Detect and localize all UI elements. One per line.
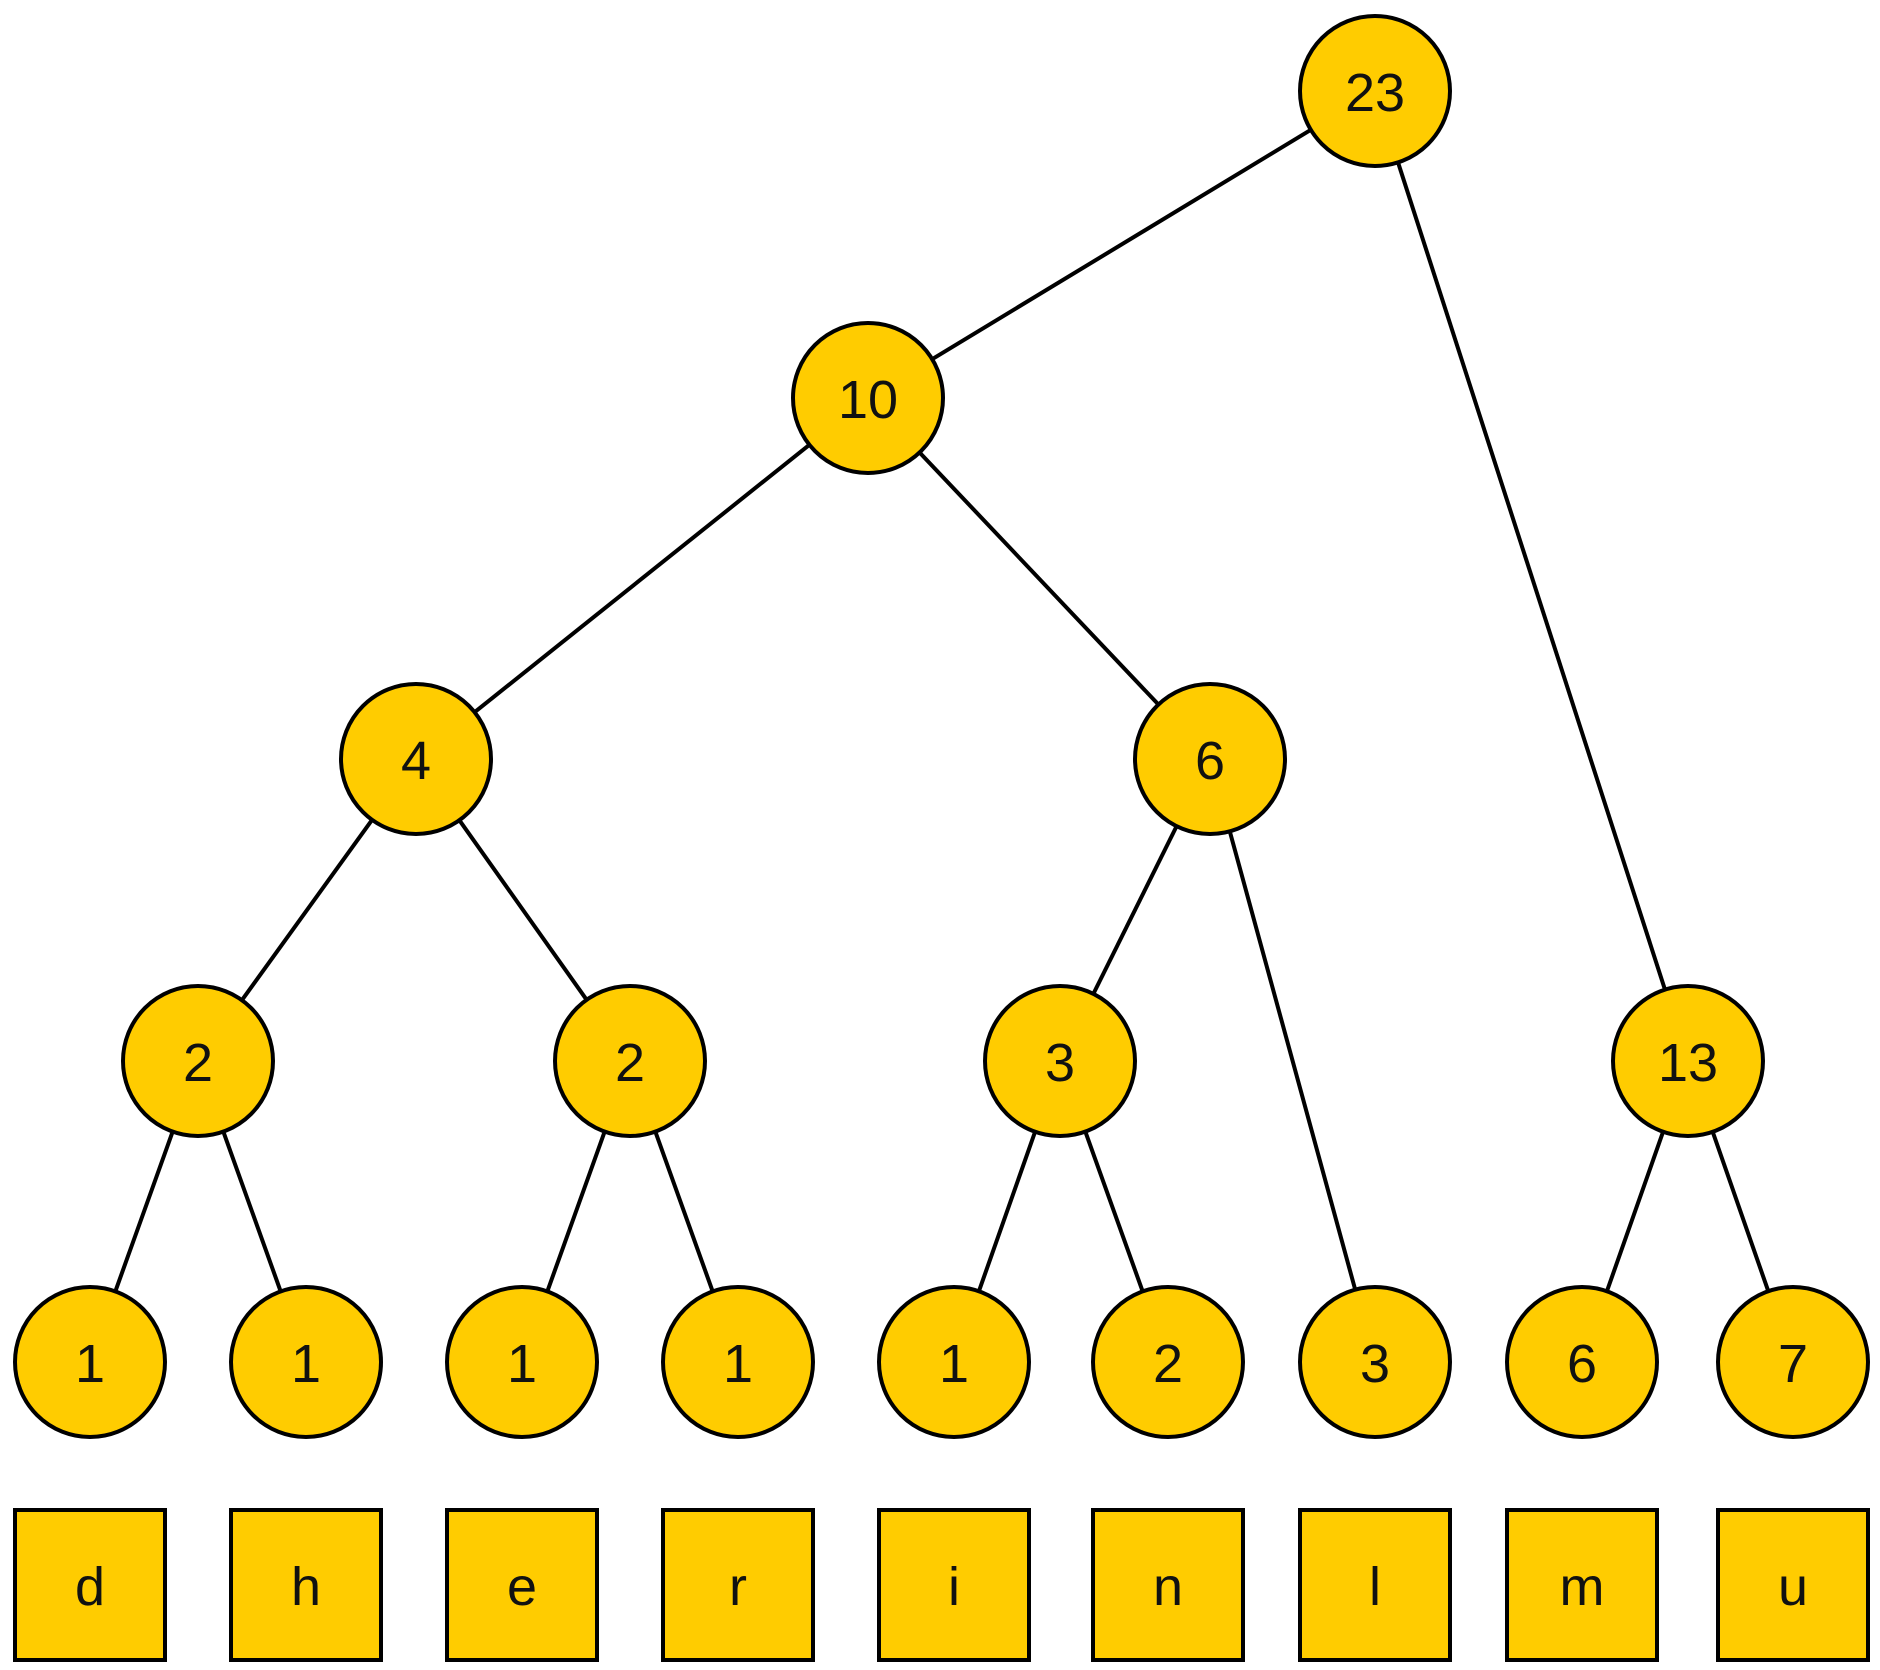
symbol-label: l <box>1369 1557 1381 1617</box>
node-weight-label: 10 <box>838 370 898 430</box>
node-circle <box>445 1285 599 1439</box>
leaf-node-n13: 2 <box>1091 1285 1245 1439</box>
symbol-box <box>1716 1508 1870 1662</box>
tree-node-n5: 2 <box>121 984 275 1138</box>
node-weight-label: 3 <box>1360 1334 1390 1394</box>
symbol-box <box>1298 1508 1452 1662</box>
edge-n2-n16 <box>1710 1131 1771 1292</box>
node-circle <box>1133 682 1287 836</box>
symbol-box <box>661 1508 815 1662</box>
leaf-node-n11: 1 <box>661 1285 815 1439</box>
tree-node-n3: 4 <box>339 682 493 836</box>
node-circle <box>553 984 707 1138</box>
node-weight-label: 2 <box>1153 1334 1183 1394</box>
node-weight-label: 1 <box>723 1334 753 1394</box>
symbol-box <box>445 1508 599 1662</box>
tree-edges <box>113 128 1771 1293</box>
node-weight-label: 2 <box>183 1033 213 1093</box>
symbol-box <box>229 1508 383 1662</box>
symbol-box-r: r <box>661 1508 815 1662</box>
node-circle <box>229 1285 383 1439</box>
edge-n0-n2 <box>1396 161 1667 991</box>
node-circle <box>983 984 1137 1138</box>
node-weight-label: 23 <box>1345 63 1405 123</box>
edge-n6-n10 <box>545 1130 607 1293</box>
node-circle <box>1298 1285 1452 1439</box>
edge-n1-n3 <box>473 443 811 714</box>
symbol-label: h <box>291 1557 321 1617</box>
symbol-label: m <box>1560 1557 1605 1617</box>
node-circle <box>339 682 493 836</box>
node-circle <box>1611 984 1765 1138</box>
edge-n5-n8 <box>113 1130 175 1293</box>
node-circle <box>661 1285 815 1439</box>
symbol-box-m: m <box>1505 1508 1659 1662</box>
symbol-label: n <box>1153 1557 1183 1617</box>
symbol-box <box>877 1508 1031 1662</box>
node-circle <box>1091 1285 1245 1439</box>
symbol-box <box>13 1508 167 1662</box>
symbol-label: r <box>729 1557 747 1617</box>
node-weight-label: 6 <box>1567 1334 1597 1394</box>
edge-n2-n15 <box>1605 1131 1665 1292</box>
node-weight-label: 1 <box>507 1334 537 1394</box>
leaf-node-n10: 1 <box>445 1285 599 1439</box>
node-circle <box>1298 14 1452 168</box>
symbol-box <box>1091 1508 1245 1662</box>
symbol-box-h: h <box>229 1508 383 1662</box>
edge-n7-n13 <box>1083 1130 1145 1293</box>
edge-n3-n5 <box>240 818 374 1002</box>
symbol-label: e <box>507 1557 537 1617</box>
symbol-box-u: u <box>1716 1508 1870 1662</box>
leaf-node-n15: 6 <box>1505 1285 1659 1439</box>
node-circle <box>121 984 275 1138</box>
edge-n4-n14 <box>1227 830 1358 1291</box>
edge-n6-n11 <box>653 1130 715 1293</box>
symbol-box-i: i <box>877 1508 1031 1662</box>
node-circle <box>13 1285 167 1439</box>
symbol-box-d: d <box>13 1508 167 1662</box>
node-weight-label: 13 <box>1658 1033 1718 1093</box>
node-circle <box>877 1285 1031 1439</box>
leaf-node-n8: 1 <box>13 1285 167 1439</box>
edge-n4-n7 <box>1091 825 1179 995</box>
edge-n7-n12 <box>977 1131 1037 1292</box>
edge-n3-n6 <box>457 819 589 1001</box>
symbol-box-n: n <box>1091 1508 1245 1662</box>
leaf-node-n16: 7 <box>1716 1285 1870 1439</box>
edge-n0-n1 <box>931 128 1312 361</box>
tree-node-n1: 10 <box>791 321 945 475</box>
node-weight-label: 4 <box>401 731 431 791</box>
symbol-box-l: l <box>1298 1508 1452 1662</box>
node-circle <box>1716 1285 1870 1439</box>
symbol-label: i <box>948 1557 960 1617</box>
tree-node-n6: 2 <box>553 984 707 1138</box>
node-weight-label: 1 <box>75 1334 105 1394</box>
node-weight-label: 1 <box>291 1334 321 1394</box>
node-circle <box>791 321 945 475</box>
symbol-box-e: e <box>445 1508 599 1662</box>
leaf-node-n14: 3 <box>1298 1285 1452 1439</box>
leaf-node-n9: 1 <box>229 1285 383 1439</box>
symbol-label: d <box>75 1557 105 1617</box>
edge-n1-n4 <box>918 451 1160 706</box>
node-weight-label: 6 <box>1195 731 1225 791</box>
tree-node-n2: 13 <box>1611 984 1765 1138</box>
node-weight-label: 7 <box>1778 1334 1808 1394</box>
tree-node-n0: 23 <box>1298 14 1452 168</box>
symbol-label: u <box>1778 1557 1808 1617</box>
tree-node-n7: 3 <box>983 984 1137 1138</box>
node-weight-label: 3 <box>1045 1033 1075 1093</box>
edge-n5-n9 <box>221 1130 283 1293</box>
node-weight-label: 1 <box>939 1334 969 1394</box>
leaf-node-n12: 1 <box>877 1285 1031 1439</box>
node-weight-label: 2 <box>615 1033 645 1093</box>
node-circle <box>1505 1285 1659 1439</box>
tree-node-n4: 6 <box>1133 682 1287 836</box>
symbol-box <box>1505 1508 1659 1662</box>
